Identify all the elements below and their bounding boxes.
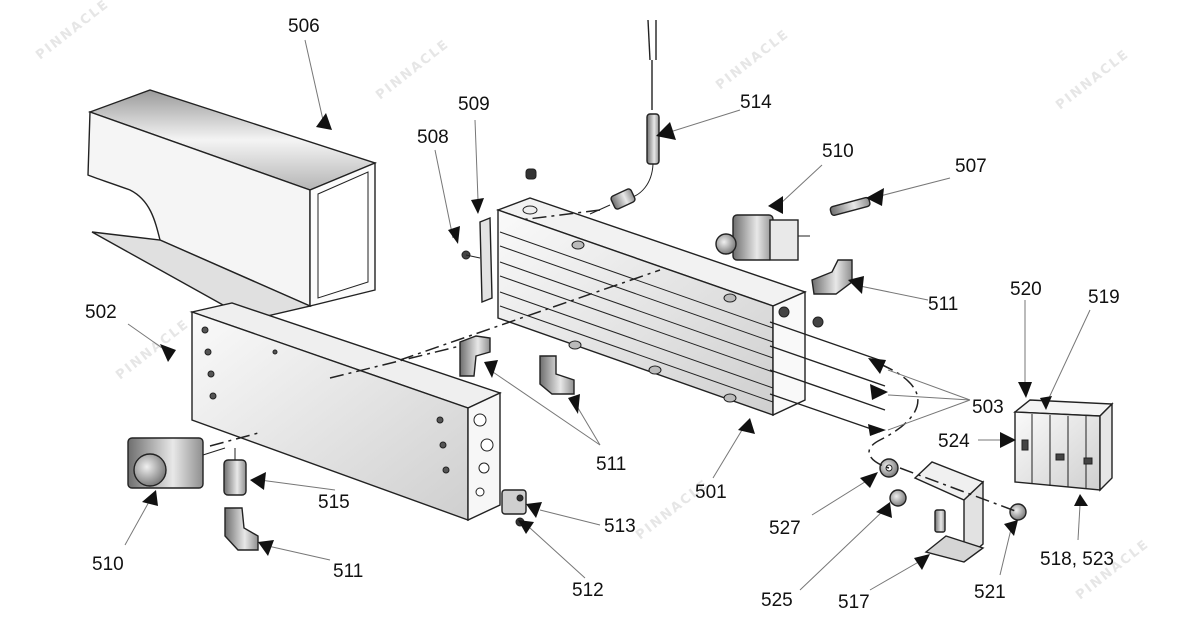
callout-501: 501 <box>695 482 727 503</box>
part-511-elbow-mid-left <box>459 335 491 377</box>
part-521-screw <box>1009 503 1027 521</box>
part-508-screw <box>461 250 481 260</box>
callout-527: 527 <box>769 518 801 539</box>
part-510-solenoid-lower <box>127 437 226 489</box>
callout-510-upper: 510 <box>822 141 854 162</box>
callout-511-lower: 511 <box>333 561 363 582</box>
callout-503: 503 <box>972 397 1004 418</box>
callout-520: 520 <box>1010 279 1042 300</box>
watermark-text: PINNACLE <box>713 27 792 94</box>
part-506-cover <box>87 89 378 321</box>
callout-508: 508 <box>417 127 449 148</box>
callout-511-mid: 511 <box>596 454 626 475</box>
callout-524: 524 <box>938 431 970 452</box>
callout-510-lower: 510 <box>92 554 124 575</box>
part-501-tube-body <box>495 168 807 417</box>
watermark-text: PINNACLE <box>113 317 192 384</box>
callout-525: 525 <box>761 590 793 611</box>
callout-507: 507 <box>955 156 987 177</box>
leader-lines <box>124 39 1091 591</box>
part-503-rods <box>769 306 886 433</box>
callout-514: 514 <box>740 92 772 113</box>
callout-506: 506 <box>288 16 320 37</box>
callout-519: 519 <box>1088 287 1120 308</box>
part-524-terminal-block <box>1013 399 1114 492</box>
part-525-nut <box>889 489 907 507</box>
leader-arrowheads <box>142 113 1088 570</box>
part-511-elbow-upper <box>811 259 853 295</box>
callout-517: 517 <box>838 592 870 613</box>
callout-521: 521 <box>974 582 1006 603</box>
part-515-fitting <box>223 448 247 496</box>
callout-513: 513 <box>604 516 636 537</box>
part-513-connector <box>501 489 527 515</box>
part-517-mounting-bracket <box>913 461 985 563</box>
watermark-text: PINNACLE <box>373 37 452 104</box>
part-511-elbow-lower <box>224 507 259 551</box>
part-514-sensor <box>589 19 660 215</box>
callout-511-right: 511 <box>928 294 958 315</box>
part-510-solenoid-upper <box>715 214 810 261</box>
part-509-bracket <box>479 216 493 304</box>
watermark-text: PINNACLE <box>1053 47 1132 114</box>
callout-labels: 506 502 514 510 507 508 509 511 511 501 … <box>85 16 1120 613</box>
callout-515: 515 <box>318 492 350 513</box>
callout-502: 502 <box>85 302 117 323</box>
callout-512: 512 <box>572 580 604 601</box>
watermark-text: PINNACLE <box>33 0 112 63</box>
callout-518-523: 518, 523 <box>1040 549 1114 570</box>
part-507-pin <box>829 196 871 217</box>
part-502-manifold <box>189 302 502 522</box>
part-511-elbow-mid-right <box>539 355 575 395</box>
assembly-center-lines <box>209 209 1019 513</box>
callout-509: 509 <box>458 94 490 115</box>
